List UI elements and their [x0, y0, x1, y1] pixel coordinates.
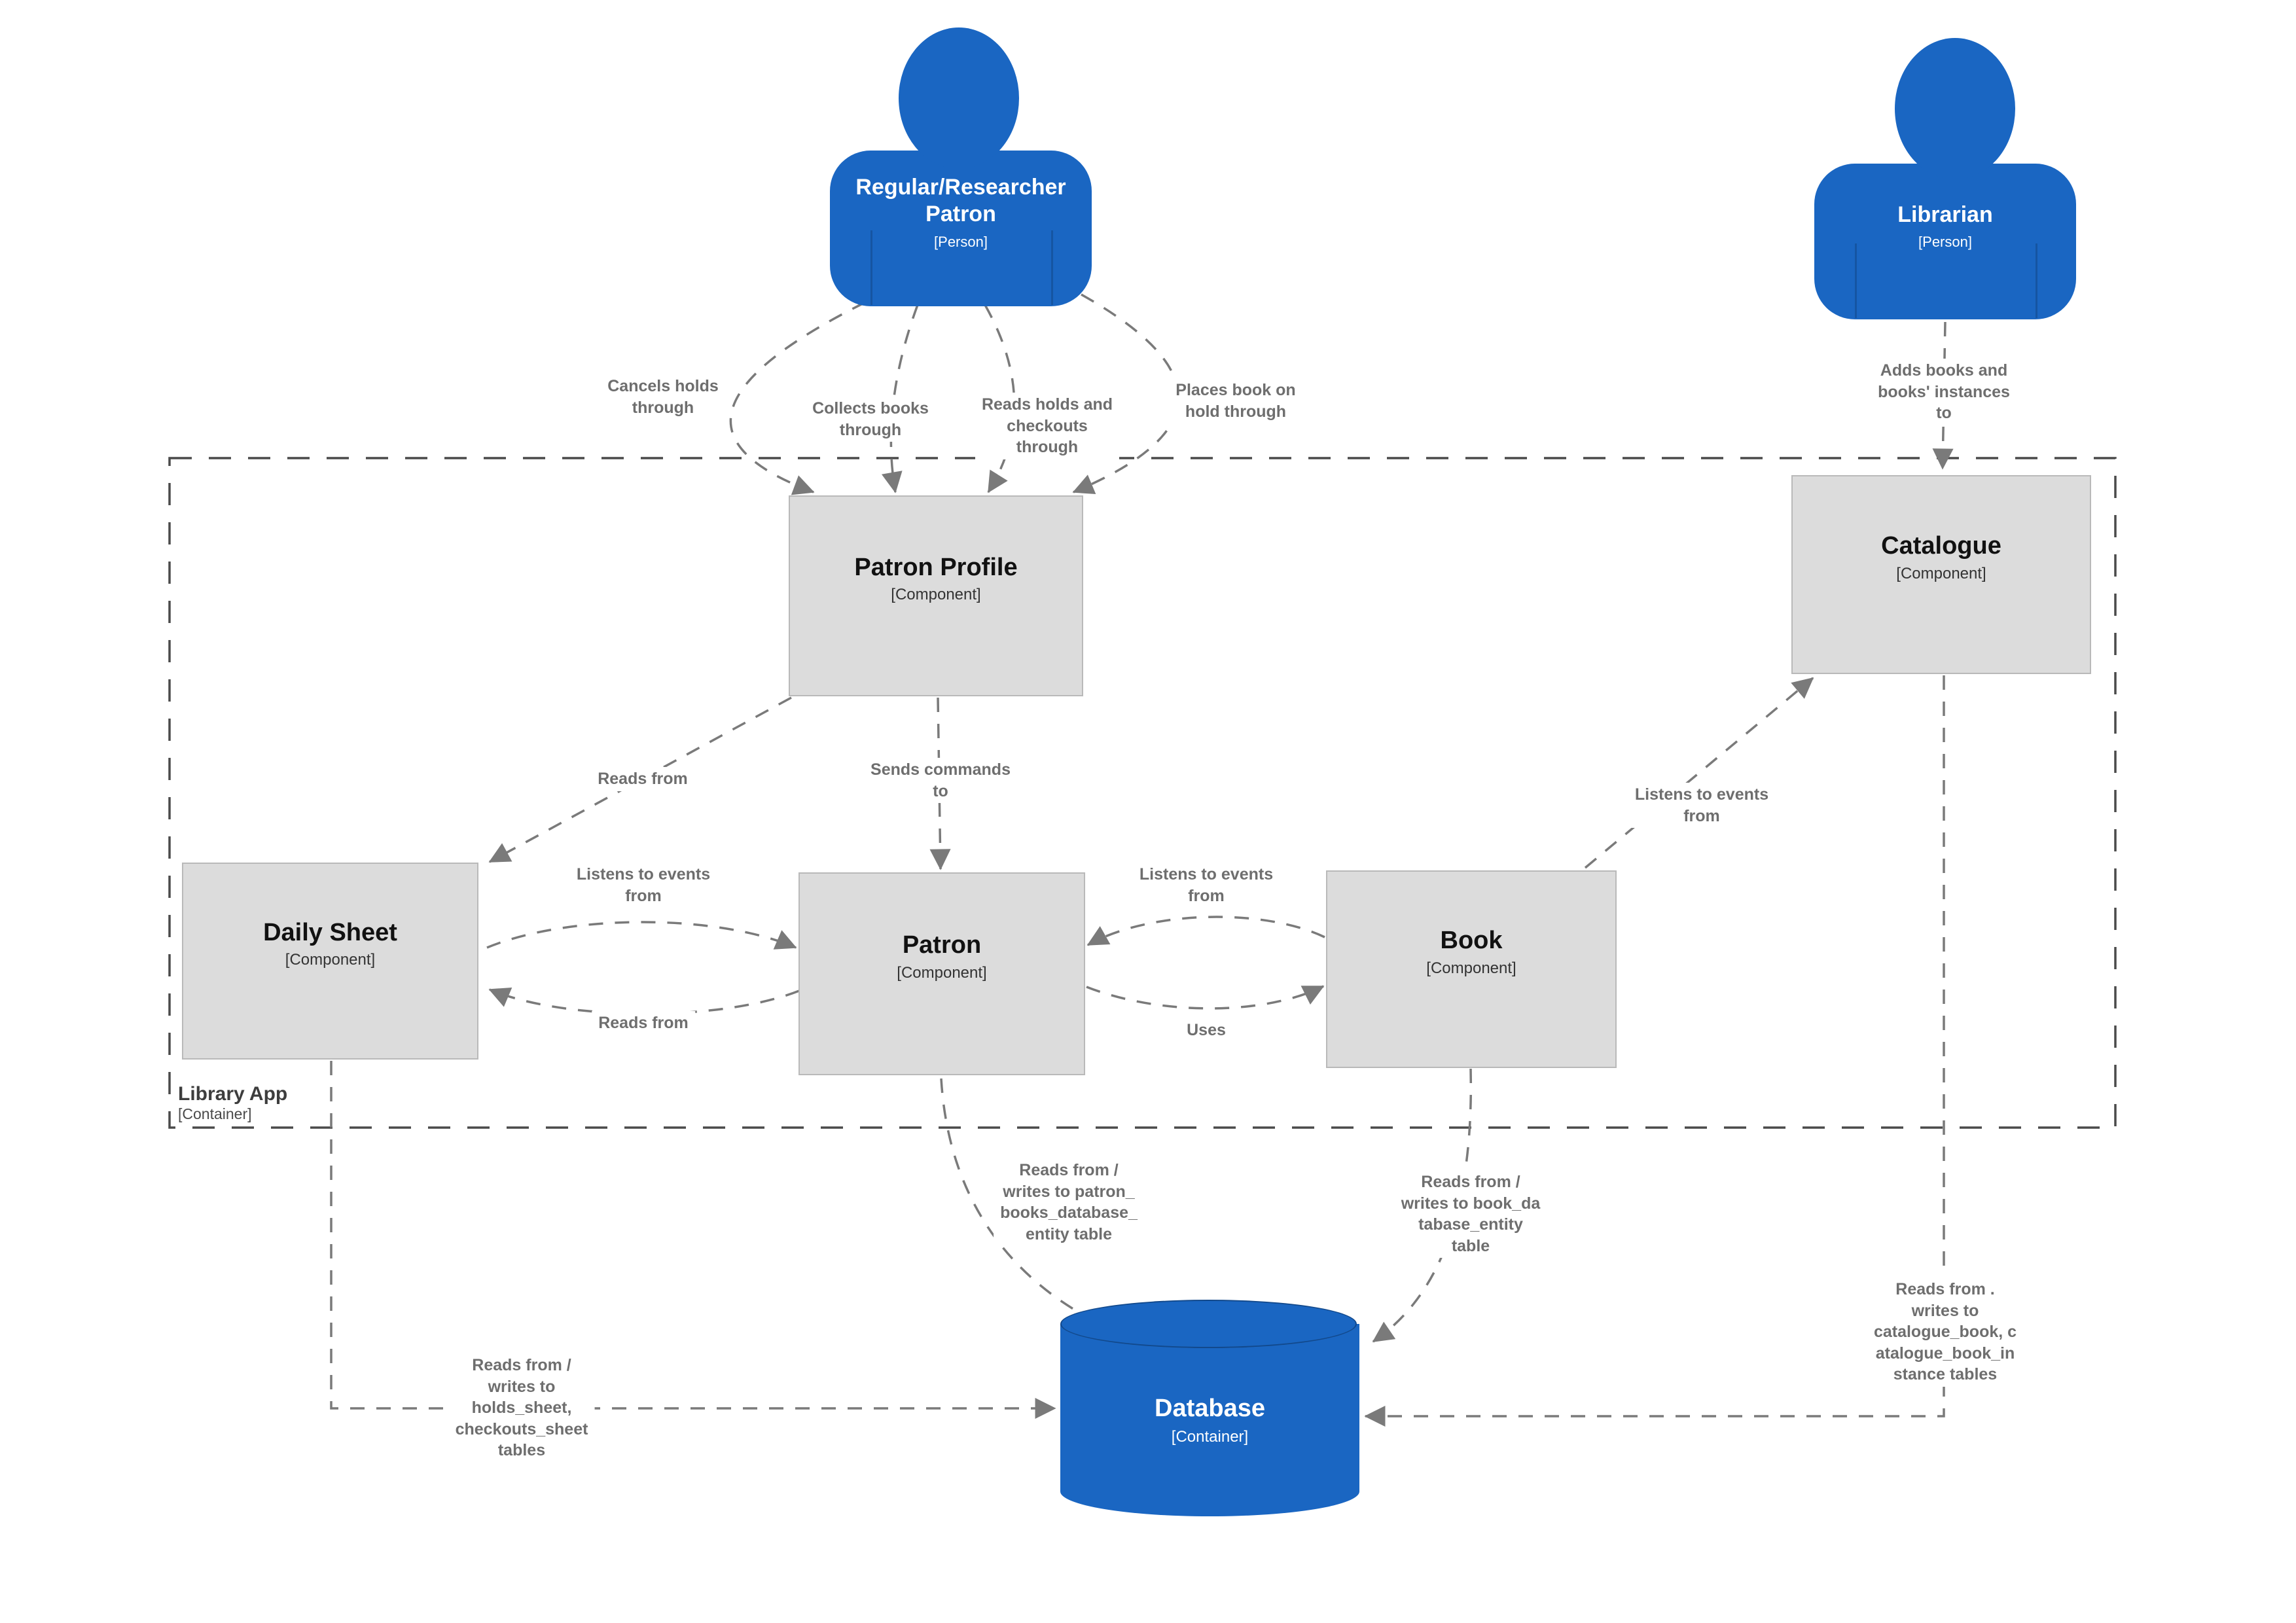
edge-label-places-book-on-hold: Places book on hold through	[1169, 378, 1302, 423]
book-node[interactable]: Book [Component]	[1326, 870, 1617, 1068]
database-node[interactable]: Database [Container]	[1060, 1324, 1359, 1516]
book-title: Book	[1440, 927, 1503, 955]
edge-label-sends-commands: Sends commands to	[864, 758, 1017, 803]
librarian-node[interactable]: Librarian [Person]	[1814, 164, 2076, 319]
edge-label-collects-books: Collects books through	[806, 397, 935, 442]
database-cylinder-top-icon	[1060, 1300, 1357, 1348]
edge-label-catalogue-db: Reads from . writes to catalogue_book, c…	[1867, 1277, 2024, 1387]
patron-profile-meta: [Component]	[891, 586, 981, 604]
patron-person-head-icon	[899, 27, 1019, 169]
librarian-meta: [Person]	[1918, 234, 1972, 251]
daily-sheet-node[interactable]: Daily Sheet [Component]	[182, 863, 478, 1060]
database-title: Database	[1155, 1394, 1265, 1422]
edge-patron-reads-holds-checkouts	[984, 304, 1016, 493]
database-meta: [Container]	[1171, 1427, 1249, 1446]
edge-label-listens-patron-book: Listens to events from	[1132, 863, 1280, 908]
edge-label-reads-from-daily-sheet: Reads from	[592, 1011, 695, 1035]
edge-catalogue-to-database	[1364, 675, 1945, 1427]
edge-patron-profile-reads-from-daily-sheet	[488, 696, 792, 863]
edge-label-adds-books: Adds books and books' instances to	[1871, 359, 2017, 425]
edge-patron-places-book-on-hold	[1072, 293, 1180, 495]
patron-node[interactable]: Patron [Component]	[798, 872, 1085, 1075]
library-app-boundary	[168, 457, 2117, 1129]
patron-person-arm-line	[870, 230, 872, 305]
boundary-name: Library App	[178, 1083, 288, 1105]
edge-patron-uses-book	[1086, 985, 1325, 1010]
daily-sheet-title: Daily Sheet	[263, 918, 397, 946]
edge-label-cancels-holds: Cancels holds through	[601, 374, 725, 419]
edge-label-uses: Uses	[1180, 1018, 1232, 1043]
librarian-arm-line	[1855, 243, 1857, 318]
daily-sheet-meta: [Component]	[285, 951, 376, 969]
edge-label-listens-daily-sheet-patron: Listens to events from	[569, 863, 717, 908]
patron-person-arm-line	[1051, 230, 1053, 305]
edge-patron-reads-from-daily-sheet	[488, 988, 800, 1015]
patron-meta: [Component]	[897, 963, 987, 982]
catalogue-title: Catalogue	[1881, 532, 2001, 560]
patron-title: Patron	[902, 931, 982, 959]
library-app-boundary-label: Library App [Container]	[178, 1083, 287, 1123]
edge-patron-collects-books	[881, 304, 919, 493]
librarian-arm-line	[2036, 243, 2037, 318]
edge-daily-sheet-listens-to-patron	[486, 921, 797, 950]
edge-label-profile-reads-from: Reads from	[591, 767, 694, 791]
edge-label-daily-sheet-db: Reads from / writes to holds_sheet, chec…	[448, 1353, 595, 1463]
boundary-meta: [Container]	[178, 1105, 252, 1122]
edge-label-patron-db: Reads from / writes to patron_ books_dat…	[994, 1158, 1144, 1246]
edge-book-listens-to-patron	[1086, 916, 1325, 946]
edge-label-book-db: Reads from / writes to book_da tabase_en…	[1394, 1170, 1547, 1258]
catalogue-node[interactable]: Catalogue [Component]	[1791, 475, 2091, 674]
patron-person-node[interactable]: Regular/Researcher Patron [Person]	[830, 151, 1092, 306]
patron-profile-node[interactable]: Patron Profile [Component]	[789, 495, 1083, 696]
patron-person-meta: [Person]	[934, 233, 988, 250]
edge-daily-sheet-to-database	[330, 1061, 1056, 1419]
edge-label-reads-holds-checkouts: Reads holds and checkouts through	[975, 393, 1120, 459]
patron-person-name: Regular/Researcher Patron	[855, 175, 1066, 227]
edge-label-listens-catalogue: Listens to events from	[1628, 783, 1776, 828]
catalogue-meta: [Component]	[1896, 564, 1986, 582]
edge-book-listens-to-catalogue	[1584, 677, 1814, 869]
edge-book-to-database	[1372, 1068, 1473, 1343]
book-meta: [Component]	[1426, 959, 1516, 977]
librarian-head-icon	[1895, 38, 2015, 179]
patron-profile-title: Patron Profile	[854, 553, 1018, 581]
librarian-name: Librarian	[1897, 202, 1993, 227]
